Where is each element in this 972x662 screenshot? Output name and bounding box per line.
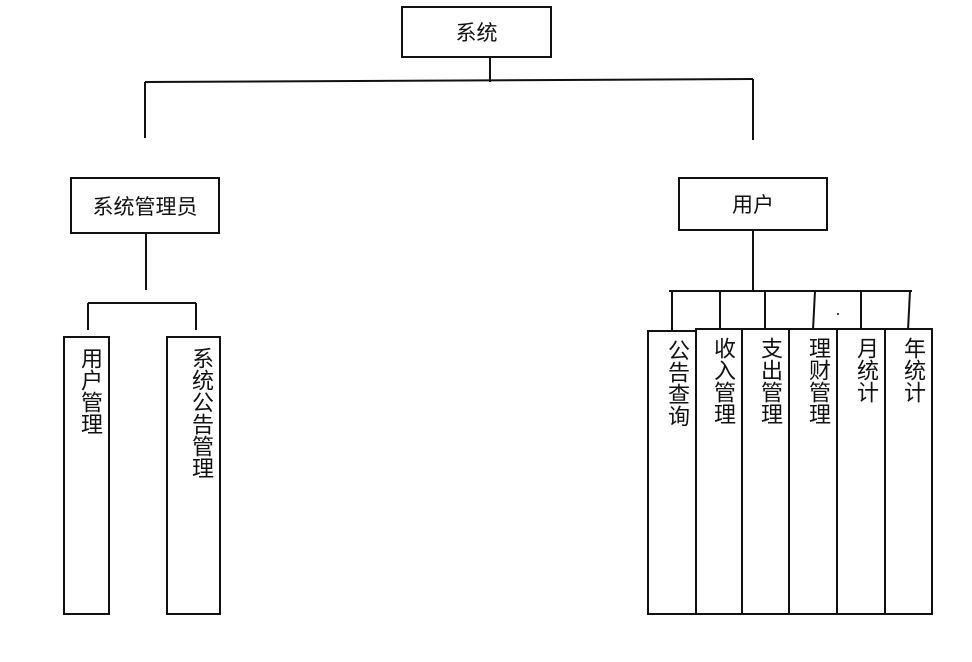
- user-leaf-label: 理财管理: [805, 337, 830, 425]
- user-leaf-label: 月统计: [853, 337, 878, 403]
- user-node-label: 用户: [732, 193, 774, 217]
- user-leaf-label: 年统计: [900, 337, 925, 403]
- user-leaf-monthly-stats: 月统计: [836, 328, 886, 615]
- user-leaf-yearly-stats: 年统计: [884, 328, 933, 615]
- admin-node-label: 系统管理员: [92, 194, 198, 219]
- level1-bar-line: [144, 78, 754, 83]
- user-leaf-income-management: 收入管理: [695, 328, 743, 615]
- user-leaf-finance-management: 理财管理: [788, 328, 838, 615]
- user-leaf-label: 收入管理: [710, 337, 735, 425]
- user-leaf-expense-management: 支出管理: [741, 328, 790, 615]
- admin-node: 系统管理员: [70, 177, 220, 234]
- admin-leaf-user-management: 用户管理: [63, 336, 110, 615]
- user-leaf-label: 公告查询: [664, 339, 689, 427]
- user-leaf-label: 支出管理: [757, 337, 782, 425]
- user-child6-drop-line: [907, 290, 911, 331]
- stray-dot: [837, 313, 839, 315]
- admin-leaf-notice-management: 系统公告管理: [166, 336, 221, 615]
- user-child4-drop-line: [812, 290, 816, 331]
- admin-leaf-label: 用户管理: [77, 347, 102, 435]
- user-leaf-notice-query: 公告查询: [647, 330, 697, 615]
- admin-leaf-label: 系统公告管理: [188, 347, 213, 479]
- root-node: 系统: [401, 6, 552, 58]
- root-node-label: 系统: [455, 21, 498, 45]
- user-node: 用户: [678, 177, 828, 231]
